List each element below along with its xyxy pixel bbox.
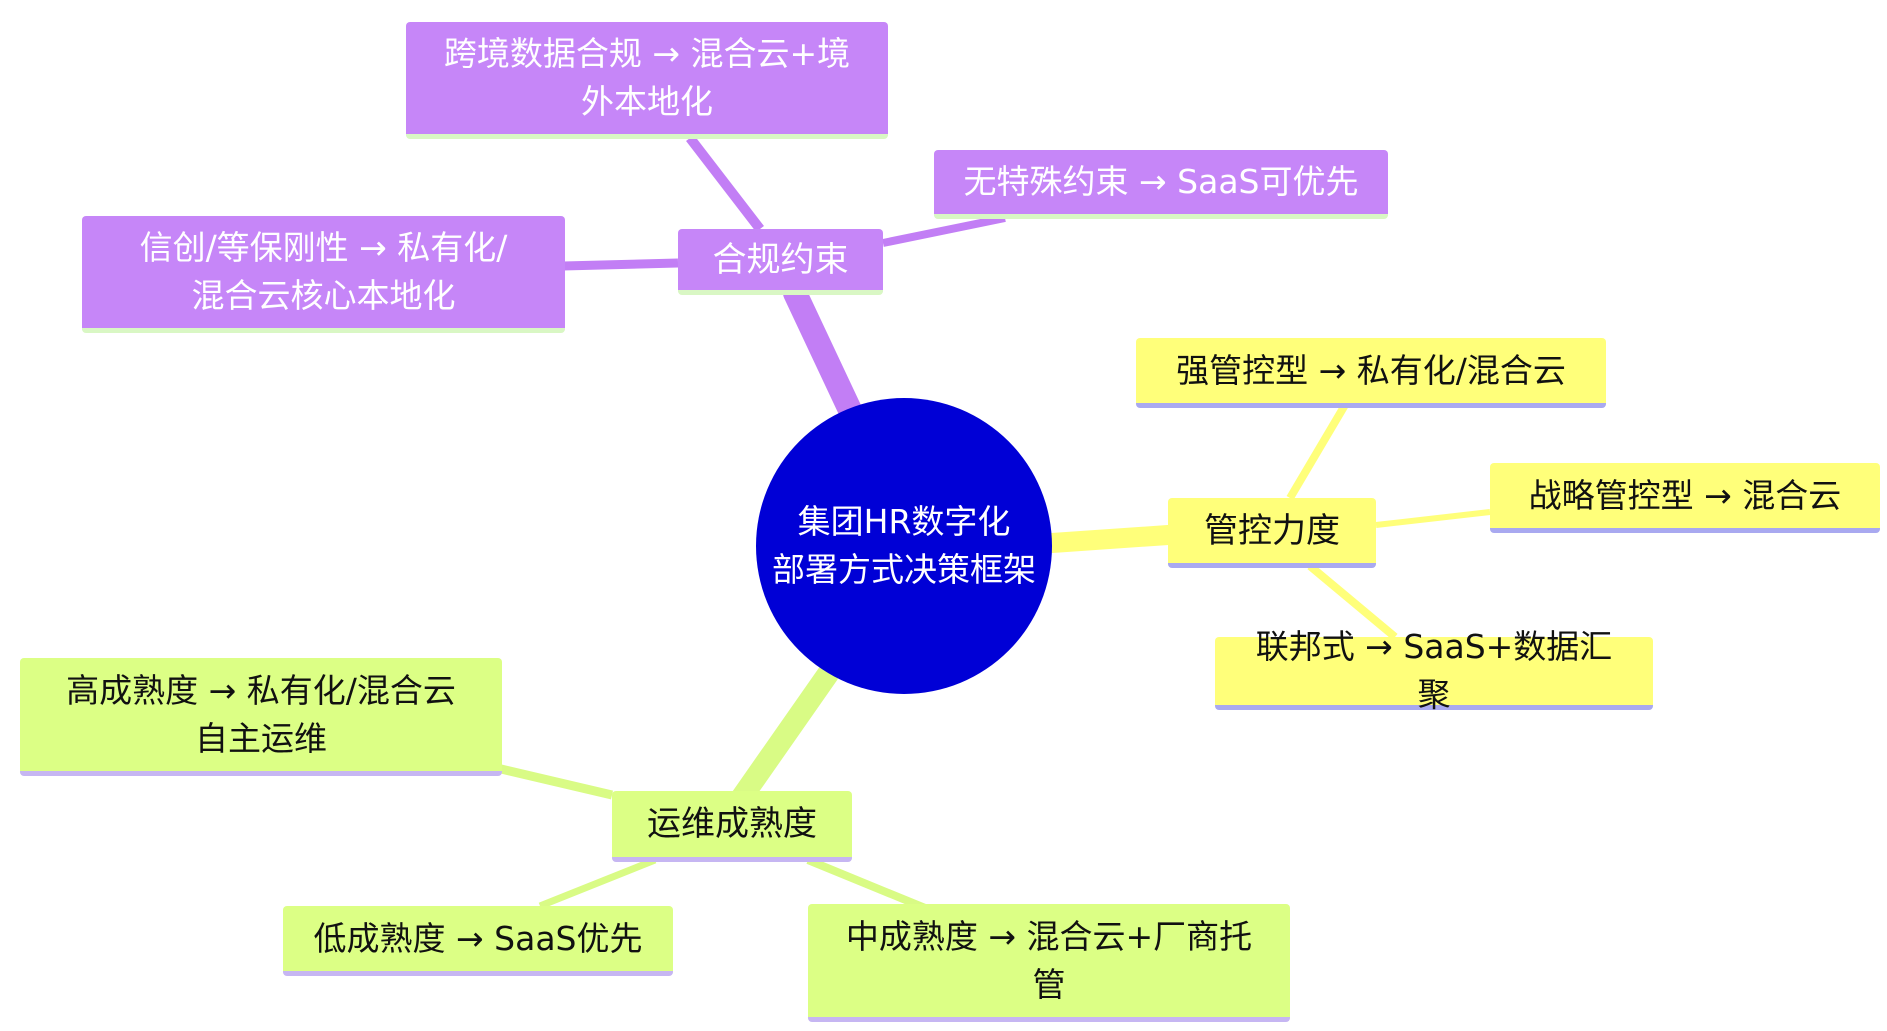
leaf-xinchuang-line2: 混合云核心本地化: [191, 276, 456, 315]
edge-root-ops: [731, 663, 839, 808]
leaf-cross-border-line1: 跨境数据合规 → 混合云+境: [443, 34, 851, 73]
edge-ops-leaf3: [806, 856, 927, 912]
edge-compliance-leaf3: [562, 258, 679, 271]
leaf-xinchuang-line1: 信创/等保刚性 → 私有化/: [139, 228, 508, 267]
leaf-cross-border-compliance[interactable]: 跨境数据合规 → 混合云+境 外本地化: [406, 22, 888, 139]
edge-root-control: [1042, 525, 1178, 553]
edge-root-compliance: [783, 281, 862, 422]
leaf-strategic-control-label: 战略管控型 → 混合云: [1528, 475, 1842, 515]
leaf-strategic-control[interactable]: 战略管控型 → 混合云: [1490, 463, 1880, 533]
leaf-mid-maturity[interactable]: 中成熟度 → 混合云+厂商托 管: [808, 904, 1290, 1022]
edge-control-leaf2: [1375, 509, 1491, 528]
leaf-no-constraint[interactable]: 无特殊约束 → SaaS可优先: [934, 150, 1388, 219]
leaf-high-maturity-line1: 高成熟度 → 私有化/混合云: [66, 670, 456, 710]
edge-control-leaf3: [1307, 562, 1398, 641]
branch-compliance[interactable]: 合规约束: [678, 229, 883, 295]
edge-compliance-leaf1: [686, 134, 764, 233]
leaf-low-maturity[interactable]: 低成熟度 → SaaS优先: [283, 906, 673, 976]
leaf-strong-control[interactable]: 强管控型 → 私有化/混合云: [1136, 338, 1606, 408]
branch-compliance-label: 合规约束: [712, 239, 849, 280]
leaf-mid-maturity-line1: 中成熟度 → 混合云+厂商托: [845, 916, 1253, 956]
edge-ops-leaf2: [538, 856, 657, 910]
edge-control-leaf1: [1286, 402, 1349, 501]
leaf-no-constraint-label: 无特殊约束 → SaaS可优先: [963, 162, 1359, 201]
branch-control-label: 管控力度: [1204, 510, 1340, 551]
leaf-federated-label: 联邦式 → SaaS+数据汇聚: [1255, 627, 1613, 714]
root-node[interactable]: 集团HR数字化 部署方式决策框架: [756, 398, 1052, 694]
leaf-xinchuang-compliance[interactable]: 信创/等保刚性 → 私有化/ 混合云核心本地化: [82, 216, 565, 333]
leaf-high-maturity-line2: 自主运维: [195, 718, 327, 758]
leaf-low-maturity-label: 低成熟度 → SaaS优先: [313, 918, 643, 958]
leaf-cross-border-line2: 外本地化: [581, 82, 713, 121]
leaf-strong-control-label: 强管控型 → 私有化/混合云: [1176, 350, 1566, 390]
branch-ops[interactable]: 运维成熟度: [612, 791, 852, 862]
root-title-line2: 部署方式决策框架: [772, 550, 1036, 589]
root-title-line1: 集团HR数字化: [797, 502, 1011, 541]
edge-ops-leaf1: [495, 763, 614, 800]
edge-compliance-leaf2: [882, 214, 1006, 247]
branch-ops-label: 运维成熟度: [647, 804, 817, 844]
branch-control[interactable]: 管控力度: [1168, 498, 1376, 568]
leaf-federated[interactable]: 联邦式 → SaaS+数据汇聚: [1215, 627, 1653, 714]
leaf-mid-maturity-line2: 管: [1032, 964, 1066, 1004]
leaf-high-maturity[interactable]: 高成熟度 → 私有化/混合云 自主运维: [20, 658, 502, 776]
